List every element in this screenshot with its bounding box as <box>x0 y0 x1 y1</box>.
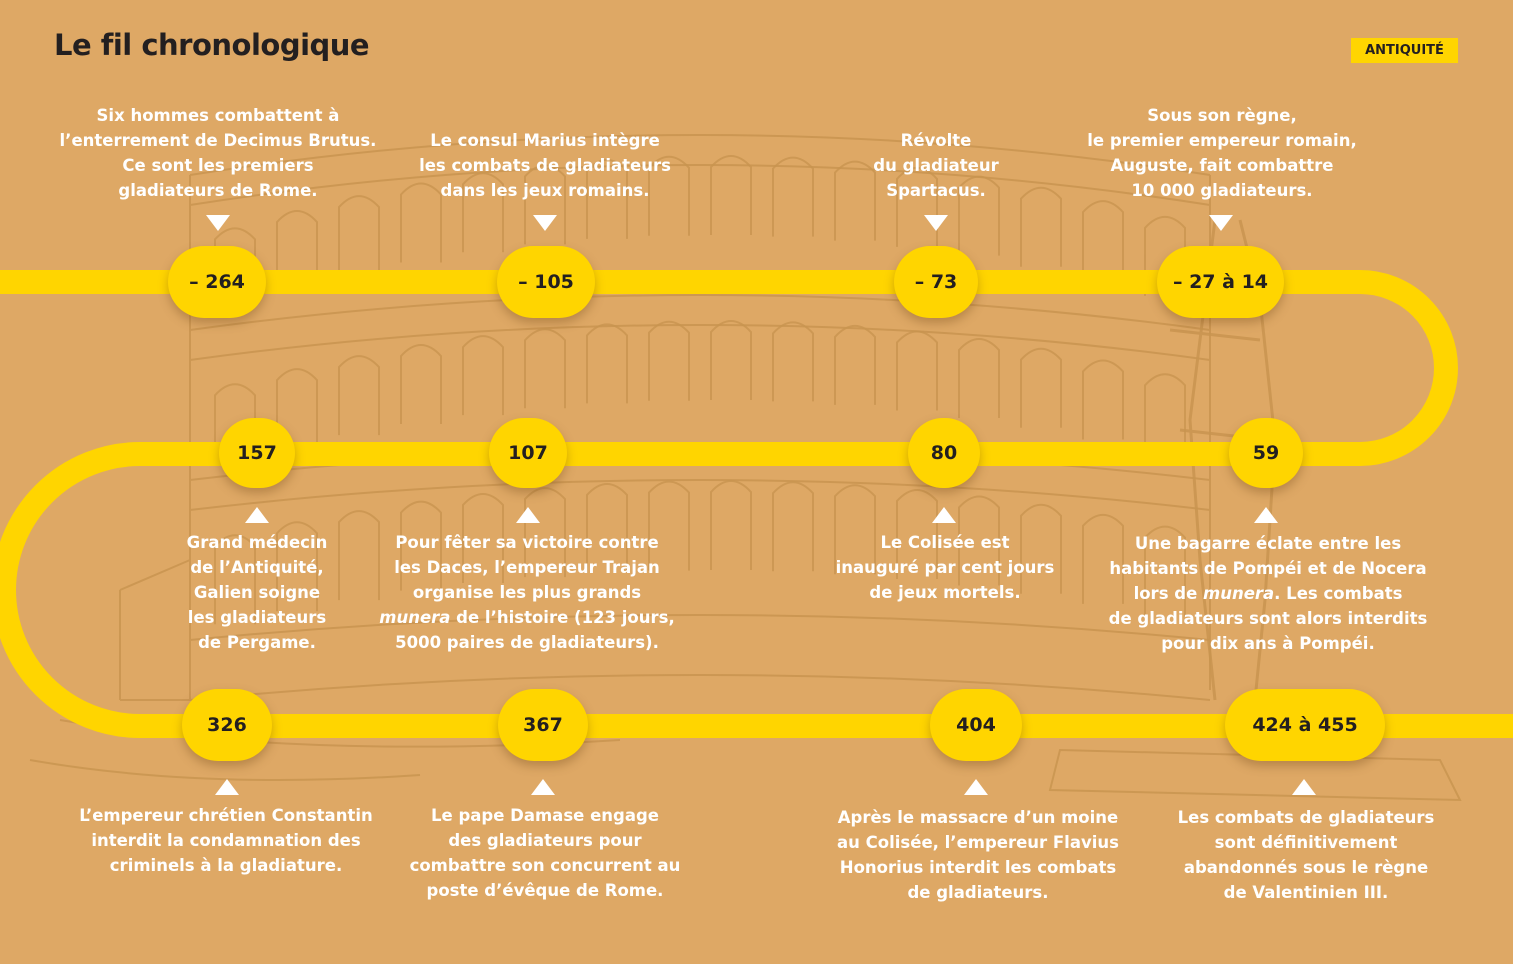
pointer-up-icon <box>932 507 956 523</box>
pointer-down-icon <box>1209 215 1233 231</box>
arch <box>1082 200 1124 281</box>
arch <box>1020 503 1062 594</box>
date-node: 424 à 455 <box>1225 689 1385 761</box>
arch <box>524 164 566 245</box>
event-description: Sous son règne, le premier empereur roma… <box>1087 106 1357 200</box>
arch <box>772 156 814 237</box>
pointer-up-icon <box>215 779 239 795</box>
arch <box>1144 373 1186 454</box>
timeline-path <box>0 270 1513 738</box>
arch <box>1144 215 1186 296</box>
arch <box>214 383 256 464</box>
arch <box>338 510 380 601</box>
event-description: Une bagarre éclate entre les habitants d… <box>1108 534 1428 653</box>
pointer-up-icon <box>1254 507 1278 523</box>
event-description: Les combats de gladiateurs sont définiti… <box>1177 808 1435 902</box>
event-description: Le Colisée est inauguré par cent jours d… <box>835 533 1055 602</box>
arch <box>338 355 380 436</box>
pointer-up-icon <box>245 507 269 523</box>
arch <box>462 172 504 253</box>
arch <box>400 500 442 591</box>
pointer-down-icon <box>924 215 948 231</box>
arch <box>400 182 442 263</box>
category-badge: ANTIQUITÉ <box>1351 38 1458 63</box>
pointer-up-icon <box>964 779 988 795</box>
event-description: L’empereur chrétien Constantin interdit … <box>79 806 373 875</box>
arch <box>1082 359 1124 440</box>
pointer-down-icon <box>206 215 230 231</box>
date-node: – 264 <box>168 246 266 318</box>
arch <box>338 195 380 276</box>
arch <box>276 210 318 291</box>
arch <box>834 324 876 405</box>
arch <box>1144 525 1186 616</box>
arch <box>1020 186 1062 267</box>
event-description: Grand médecin de l’Antiquité, Galien soi… <box>186 533 328 652</box>
event-description: Six hommes combattent à l’enterrement de… <box>59 106 377 200</box>
pointer-up-icon <box>516 507 540 523</box>
arch <box>462 492 504 583</box>
arch <box>834 484 876 575</box>
arch <box>400 344 442 425</box>
arch <box>648 320 690 401</box>
arch <box>772 321 814 402</box>
arch <box>834 160 876 241</box>
arch <box>958 495 1000 586</box>
arch <box>648 480 690 571</box>
date-node: 157 <box>219 418 295 488</box>
date-node: – 73 <box>894 246 978 318</box>
event-description: Après le massacre d’un moine au Colisée,… <box>837 808 1119 902</box>
arch <box>276 368 318 449</box>
arch <box>214 534 256 625</box>
arch <box>896 166 938 247</box>
date-node: 404 <box>930 689 1022 761</box>
date-node: 80 <box>908 418 980 488</box>
page-title: Le fil chronologique <box>54 28 370 62</box>
arch <box>896 488 938 579</box>
pointer-up-icon <box>531 779 555 795</box>
arch <box>586 482 628 573</box>
arch <box>276 521 318 612</box>
arch <box>586 323 628 404</box>
date-node: 367 <box>498 689 588 761</box>
date-node: 107 <box>489 418 567 488</box>
arch <box>524 328 566 409</box>
date-node: – 105 <box>497 246 595 318</box>
arch <box>214 227 256 308</box>
arch <box>1020 347 1062 428</box>
arch <box>958 338 1000 419</box>
arch <box>710 155 752 236</box>
colosseum-arches <box>214 155 1186 625</box>
arch <box>896 330 938 411</box>
arch <box>710 320 752 401</box>
arch <box>586 158 628 239</box>
arch <box>524 487 566 578</box>
pointer-down-icon <box>533 215 557 231</box>
arch <box>462 335 504 416</box>
event-description: Le consul Marius intègre les combats de … <box>419 131 671 200</box>
arch <box>958 175 1000 256</box>
arch <box>710 480 752 571</box>
colosseum-sketch <box>29 134 1462 802</box>
event-description: Pour fêter sa victoire contre les Daces,… <box>379 533 675 652</box>
event-description: Le pape Damase engage des gladiateurs po… <box>409 806 681 900</box>
date-node: 59 <box>1229 418 1303 488</box>
event-description: Révolte du gladiateur Spartacus. <box>873 131 999 200</box>
arch <box>1082 513 1124 604</box>
pointer-up-icon <box>1292 779 1316 795</box>
arch <box>772 481 814 572</box>
date-node: – 27 à 14 <box>1157 246 1284 318</box>
date-node: 326 <box>182 689 272 761</box>
arch <box>648 155 690 236</box>
